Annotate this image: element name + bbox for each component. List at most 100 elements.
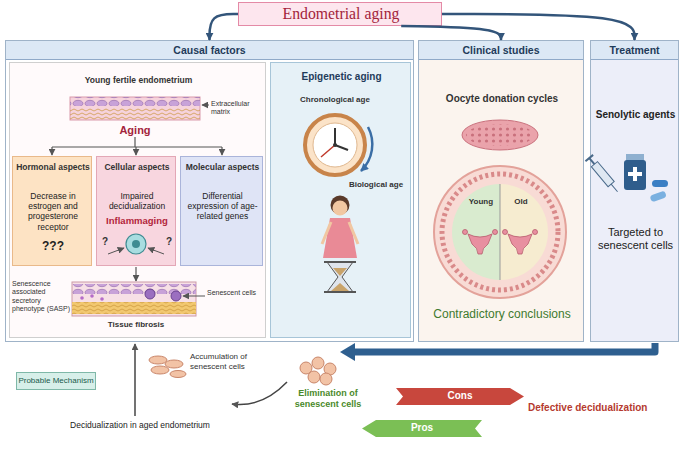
question-mark: ? [100,236,110,248]
treatment-arrow [354,343,655,352]
pill-icon [652,180,668,187]
annotation: Biological age [345,180,407,190]
clock-icon [321,145,335,157]
senescent-cells [312,357,324,369]
oocyte-circle [500,184,548,280]
box-text: Probable Mechanism [17,376,95,386]
senescent-cells [300,362,312,374]
woman-figure [333,268,347,276]
box-text: Decrease in estrogen and progesterone re… [16,191,90,232]
highlight-text: Inflammaging [100,215,174,226]
clock-icon [305,115,365,175]
leader-line [202,105,209,106]
fibrosis-tissue [72,284,196,294]
senescent-cells [324,363,336,375]
senescent-cells [308,371,320,383]
group-label: Old [504,197,538,207]
aspect-box: Hormonal aspectsDecrease in estrogen and… [12,156,92,266]
unknown-mark: ??? [16,239,90,253]
senescent-cells [320,373,332,385]
annotation: Decidualization in aged endometrium [58,420,222,430]
title-box: Endometrial aging [238,2,442,26]
annotation: Accumulation of senescent cells [190,352,260,371]
question-mark: ? [164,236,174,248]
aspect-box: Molecular aspectsDifferential expression… [180,156,263,266]
woman-figure [322,222,331,244]
leader-line [202,105,209,106]
oocyte-circle [434,166,566,298]
syringe-icon [611,184,617,192]
box-text: Impaired decidualization [100,191,174,211]
woman-figure [327,262,353,292]
pill-bottle-icon [633,167,637,181]
panel-subtitle: Epigenetic aging [271,71,412,83]
endometrium-tissue [70,97,200,120]
woman-figure [333,201,348,216]
treatment-arrow [340,343,355,361]
uterus-icon [463,230,468,235]
group-label: Young [464,197,498,207]
panel-subtitle: Young fertile endometrium [10,75,267,85]
ovary-tissue [462,120,538,150]
mechanism-arrows [135,344,287,416]
uterus-icon [493,230,498,235]
branch-lines [51,147,52,155]
aspect-box: Cellular aspectsImpaired decidualization… [96,156,176,266]
fibrosis-tissue [72,282,205,316]
senescent-cells [149,356,167,364]
clock-icon [313,123,357,167]
annotation: Chronological age [290,95,380,105]
fibrosis-tissue [72,302,196,314]
outcome-label: Elimination of senescent cells [288,388,368,410]
clock-icon [334,128,336,145]
oocyte-circle [452,184,500,280]
branch-lines [134,137,135,147]
uterus-icon [468,234,492,254]
syringe-icon [585,155,593,161]
panel-header: Clinical studies [419,41,583,60]
mechanism-arrows [232,382,287,405]
pill-icon [649,180,668,202]
woman-figure [323,218,357,258]
immune-cell [108,248,124,254]
box-heading: Cellular aspects [100,162,174,172]
fibrosis-tissue [171,291,181,301]
pill-bottle-icon [626,154,644,161]
stage-label: Aging [105,124,165,137]
mechanism-arrows [134,344,136,416]
panel-header: Treatment [591,41,678,60]
endometrium-tissue [70,97,200,120]
fibrosis-tissue [72,302,196,314]
connector-arrow [442,14,635,40]
oocyte-circle [442,174,558,290]
endometrium-tissue [70,97,200,106]
arrow-text: Cons [396,390,524,402]
syringe-icon [591,162,614,187]
cons-arrow: Cons [396,388,524,405]
pill-bottle-icon [624,160,646,190]
branch-lines [52,146,222,147]
clock-icon [361,127,372,171]
annotation: Senescence associated secretory phenotyp… [12,280,70,314]
woman-figure [349,222,358,244]
senescent-cells [165,360,183,368]
section-panel: TreatmentSenolytic agentsTargeted to sen… [590,40,679,342]
woman-figure [324,261,356,263]
woman-figure [324,291,356,293]
uterus-icon [508,234,532,254]
mechanism-box: Probable Mechanism [16,372,96,390]
panel-header: Causal factors [6,41,413,60]
body-text: Targeted to senescent cells [595,226,676,252]
senescent-cells [151,366,169,374]
connector-arrow [210,14,239,40]
clock-icon [305,115,372,175]
immune-cell [132,240,140,248]
title-text: Endometrial aging [239,5,443,24]
connector-arrow [401,26,501,40]
woman-figure [322,196,358,293]
fibrosis-tissue [90,294,94,298]
pill-bottle-icon [624,154,646,190]
immune-cell [126,234,146,254]
woman-figure [331,196,350,215]
